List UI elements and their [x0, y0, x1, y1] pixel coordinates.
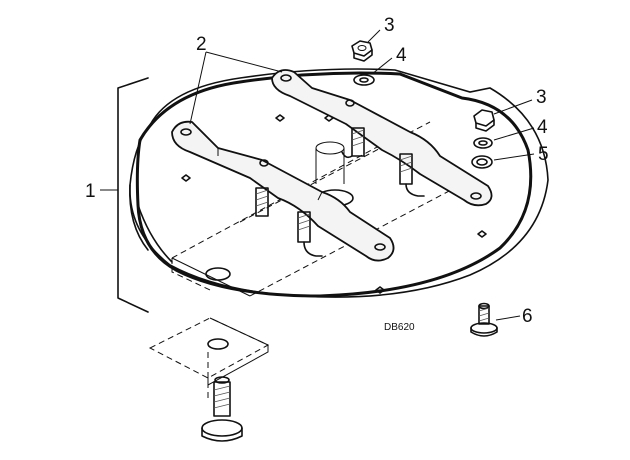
strap-left [171, 120, 395, 262]
callout-1: 1 [85, 181, 96, 202]
threaded-studs [255, 127, 425, 257]
leader-lines [189, 29, 535, 321]
callout-4-top: 4 [396, 45, 407, 66]
hex-nut-top [351, 40, 373, 62]
lock-washer-right [473, 137, 493, 149]
assembly-bracket [117, 77, 149, 313]
callout-4-right: 4 [537, 117, 548, 138]
bolt [470, 302, 498, 337]
lock-washer-top [353, 74, 375, 86]
callout-3-top: 3 [384, 15, 395, 36]
drawing-code: DB620 [384, 322, 415, 333]
callout-3-right: 3 [536, 87, 547, 108]
hex-nut-right [473, 109, 495, 132]
callout-5: 5 [538, 144, 549, 165]
callout-2: 2 [196, 34, 207, 55]
lower-stud [201, 376, 243, 442]
lower-mount-plate [148, 317, 270, 400]
callout-6: 6 [522, 306, 533, 327]
flat-washer [471, 155, 493, 169]
